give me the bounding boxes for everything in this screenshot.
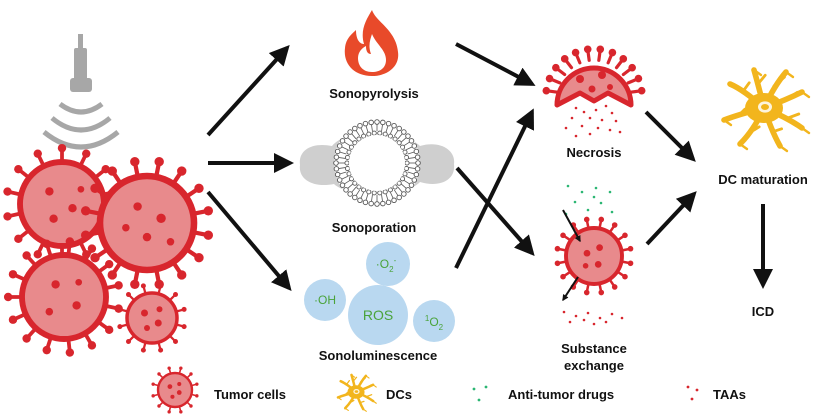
taa-efflux-arrow (562, 276, 579, 302)
sonoluminescence-label: Sonoluminescence (319, 348, 437, 363)
tumor-cell (554, 216, 634, 296)
arrow-sonopyrolysis-necrosis (455, 42, 536, 86)
arrow-to-sonoluminescence (206, 190, 292, 292)
dendrite-arms (721, 67, 811, 153)
legend-drugs-label: Anti-tumor drugs (508, 387, 614, 402)
ultrasound-probe-icon (42, 34, 120, 150)
tumor-cell (3, 143, 121, 265)
legend-tumor-cells-label: Tumor cells (214, 387, 286, 402)
tumor-cell (117, 283, 187, 353)
legend-drug-dots-icon (472, 385, 488, 402)
substance-exchange-cell-icon (554, 184, 634, 326)
singlet-oxygen-label: 1O2 (425, 314, 444, 332)
ros-bubble (348, 285, 408, 345)
arrow-sonoluminescence-necrosis (454, 108, 534, 269)
legend-dc-icon (336, 373, 377, 412)
legend-taas-label: TAAs (713, 387, 746, 402)
tumor-cell (80, 156, 214, 290)
dendrite-arms (336, 373, 377, 412)
substance-label-line2: exchange (564, 358, 624, 373)
dc-maturation-label: DC maturation (718, 172, 808, 187)
flame-icon (344, 10, 399, 76)
legend-dcs-label: DCs (386, 387, 412, 402)
arrow-to-sonopyrolysis (206, 45, 290, 137)
hydroxyl-bubble (304, 279, 346, 321)
arrow-exchange-dc (645, 191, 697, 246)
sonoporation-label: Sonoporation (332, 220, 417, 235)
drug-influx-arrow (562, 209, 581, 243)
superoxide-bubble (366, 242, 410, 286)
legend-taa-dots-icon (686, 385, 699, 401)
dendritic-cell-icon (721, 67, 811, 153)
necrosis-label: Necrosis (567, 145, 622, 160)
arrow-sonoporation-exchange (455, 166, 535, 256)
substance-label-line1: Substance (561, 341, 627, 356)
tumor-cells-cluster (3, 143, 214, 357)
tumor-cell (151, 366, 199, 414)
ros-label: ROS (363, 307, 393, 323)
singlet-oxygen-bubble (413, 300, 455, 342)
legend-tumor-cell-icon (151, 366, 199, 414)
tumor-cell (3, 237, 123, 357)
necrosis-cell-icon (542, 45, 646, 138)
ros-bubbles (304, 242, 455, 345)
legend: Tumor cells DCs Anti-tumor drugs TAAs (151, 366, 746, 414)
icd-label: ICD (752, 304, 774, 319)
sonopyrolysis-label: Sonopyrolysis (329, 86, 419, 101)
arrow-necrosis-dc (644, 110, 696, 162)
superoxide-label: ·O2- (376, 256, 397, 274)
hydroxyl-label: ·OH (314, 293, 336, 307)
liposome-icon (299, 119, 455, 207)
